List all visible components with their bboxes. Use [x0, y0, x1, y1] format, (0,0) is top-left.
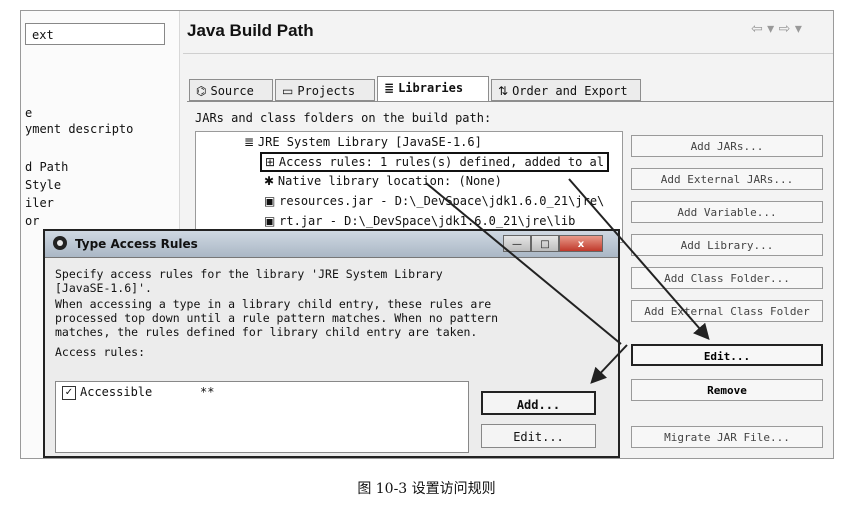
- access-rules-list[interactable]: ✓ Accessible **: [55, 381, 469, 453]
- tree-label: Access rules: 1 rules(s) defined, added …: [278, 155, 604, 169]
- close-icon[interactable]: x: [559, 235, 603, 252]
- nav-item[interactable]: Style: [25, 178, 62, 192]
- dialog-titlebar[interactable]: Type Access Rules — □ x: [45, 231, 618, 258]
- library-icon: ≣: [384, 81, 395, 95]
- add-jars-button[interactable]: Add JARs...: [631, 135, 823, 157]
- build-path-tree[interactable]: ≣ JRE System Library [JavaSE-1.6] ⊞ Acce…: [195, 131, 623, 243]
- divider: [183, 53, 833, 54]
- tree-node-resources-jar[interactable]: ▣ resources.jar - D:\_DevSpace\jdk1.6.0_…: [264, 194, 604, 208]
- tree-node-access-rules[interactable]: ⊞ Access rules: 1 rules(s) defined, adde…: [260, 152, 609, 172]
- filter-input[interactable]: ext: [25, 23, 165, 45]
- tab-source[interactable]: ⌬Source: [189, 79, 273, 101]
- rule-pattern: **: [200, 385, 215, 399]
- eclipse-icon: [53, 236, 67, 250]
- tree-node-jre-library[interactable]: ≣ JRE System Library [JavaSE-1.6]: [244, 135, 482, 149]
- add-external-jars-button[interactable]: Add External JARs...: [631, 168, 823, 190]
- tree-label: rt.jar - D:\_DevSpace\jdk1.6.0_21\jre\li…: [279, 214, 576, 228]
- figure-caption: 图 10-3 设置访问规则: [357, 481, 496, 497]
- native-library-icon: ✱: [264, 174, 278, 188]
- add-external-class-folder-button[interactable]: Add External Class Folder: [631, 300, 823, 322]
- nav-item[interactable]: yment descripto: [25, 122, 134, 136]
- rule-checkbox[interactable]: ✓: [62, 386, 76, 400]
- tab-order-and-export[interactable]: ⇅Order and Export: [491, 79, 641, 101]
- tree-label: Native library location: (None): [277, 174, 502, 188]
- source-folder-icon: ⌬: [196, 84, 207, 98]
- nav-item-build-path[interactable]: d Path: [25, 160, 69, 174]
- dialog-title: Type Access Rules: [75, 237, 198, 251]
- dialog-description: processed top down until a rule pattern …: [55, 311, 499, 325]
- dialog-description: Specify access rules for the library 'JR…: [55, 267, 443, 281]
- dialog-description: matches, the rules defined for library c…: [55, 325, 478, 339]
- library-icon: ≣: [244, 135, 258, 149]
- jar-icon: ▣: [264, 214, 280, 228]
- tab-label: Projects: [297, 84, 356, 98]
- nav-item[interactable]: iler: [25, 196, 54, 210]
- rule-kind: Accessible: [80, 385, 153, 399]
- add-class-folder-button[interactable]: Add Class Folder...: [631, 267, 823, 289]
- project-icon: ▭: [282, 84, 294, 98]
- nav-item[interactable]: or: [25, 214, 40, 228]
- tab-libraries[interactable]: ≣Libraries: [377, 76, 489, 102]
- migrate-jar-file-button[interactable]: Migrate JAR File...: [631, 426, 823, 448]
- edit-rule-button[interactable]: Edit...: [481, 424, 596, 448]
- access-rules-icon: ⊞: [265, 155, 279, 169]
- edit-button[interactable]: Edit...: [631, 344, 823, 366]
- build-path-subtitle: JARs and class folders on the build path…: [195, 111, 492, 125]
- add-library-button[interactable]: Add Library...: [631, 234, 823, 256]
- dialog-description: When accessing a type in a library child…: [55, 297, 492, 311]
- nav-item[interactable]: e: [25, 106, 33, 120]
- tree-node-native-library[interactable]: ✱ Native library location: (None): [264, 174, 502, 188]
- tab-label: Order and Export: [512, 84, 628, 98]
- add-rule-button[interactable]: Add...: [481, 391, 596, 415]
- tree-label: resources.jar - D:\_DevSpace\jdk1.6.0_21…: [279, 194, 605, 208]
- history-nav-icons[interactable]: ⇦ ▾ ⇨ ▾: [751, 21, 802, 37]
- page-title: Java Build Path: [187, 21, 314, 40]
- minimize-icon[interactable]: —: [503, 235, 531, 252]
- remove-button[interactable]: Remove: [631, 379, 823, 401]
- dialog-description: [JavaSE-1.6]'.: [55, 281, 152, 295]
- list-item[interactable]: ✓ Accessible **: [56, 382, 466, 402]
- tab-divider: [187, 101, 833, 102]
- type-access-rules-dialog: Type Access Rules — □ x Specify access r…: [43, 229, 620, 458]
- access-rules-label: Access rules:: [55, 345, 146, 359]
- jar-icon: ▣: [264, 194, 280, 208]
- order-icon: ⇅: [498, 84, 509, 98]
- add-variable-button[interactable]: Add Variable...: [631, 201, 823, 223]
- tab-label: Source: [210, 84, 254, 98]
- tab-projects[interactable]: ▭Projects: [275, 79, 375, 101]
- eclipse-properties-window: ext e yment descripto d Path Style iler …: [20, 10, 834, 459]
- tree-label: JRE System Library [JavaSE-1.6]: [257, 135, 482, 149]
- tab-label: Libraries: [398, 81, 464, 95]
- tree-node-rt-jar[interactable]: ▣ rt.jar - D:\_DevSpace\jdk1.6.0_21\jre\…: [264, 214, 575, 228]
- maximize-icon[interactable]: □: [531, 235, 559, 252]
